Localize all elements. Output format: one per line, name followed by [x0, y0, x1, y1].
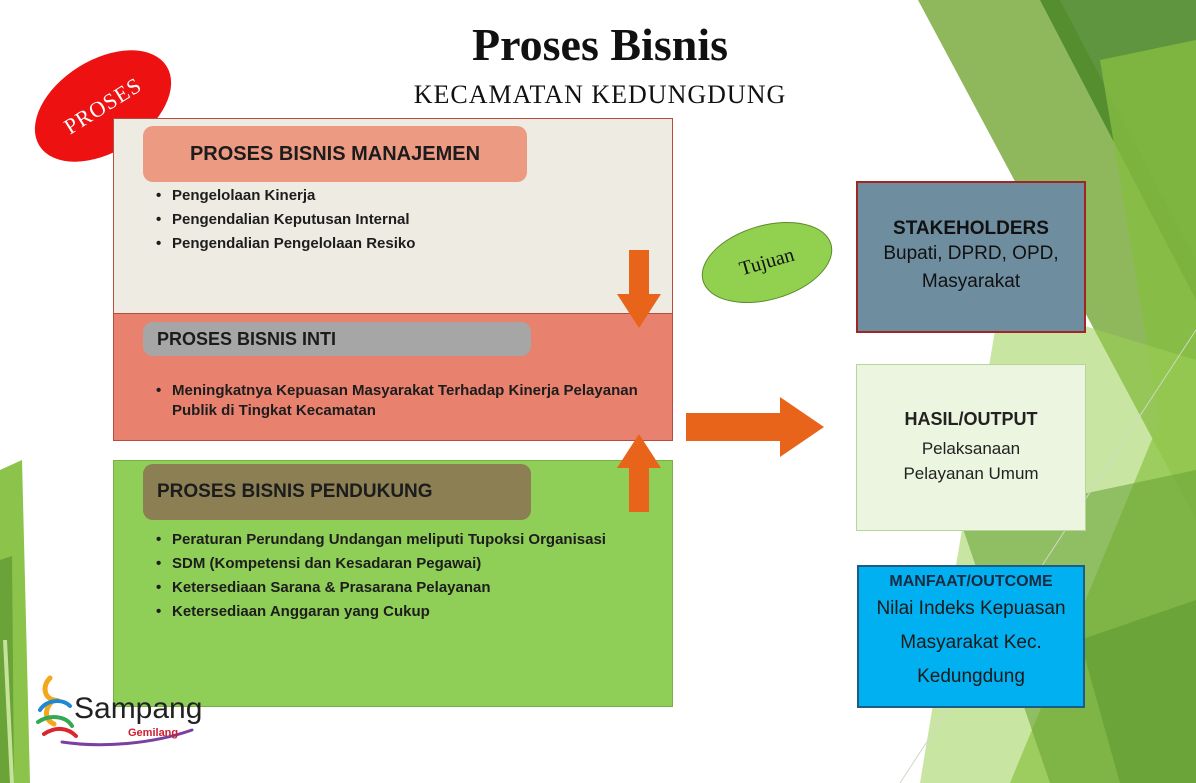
page-title: Proses Bisnis [471, 19, 729, 70]
outcome-box: MANFAAT/OUTCOME Nilai Indeks Kepuasan Ma… [857, 565, 1085, 708]
list-item: Meningkatnya Kepuasan Masyarakat Terhada… [156, 381, 656, 421]
outcome-title: MANFAAT/OUTCOME [889, 573, 1053, 590]
page-subtitle: KECAMATAN KEDUNGDUNG [413, 80, 787, 109]
goal-text: Tujuan [736, 243, 797, 281]
list-item: Ketersediaan Anggaran yang Cukup [156, 602, 656, 622]
stakeholders-box: STAKEHOLDERS Bupati, DPRD, OPD, Masyarak… [856, 181, 1086, 333]
list-item: Peraturan Perundang Undangan meliputi Tu… [156, 530, 656, 550]
core-header: PROSES BISNIS INTI [143, 322, 531, 356]
output-title: HASIL/OUTPUT [904, 409, 1038, 429]
support-header: PROSES BISNIS PENDUKUNG [143, 464, 531, 520]
stakeholders-title: STAKEHOLDERS [893, 218, 1049, 239]
output-box: HASIL/OUTPUT Pelaksanaan Pelayanan Umum [856, 364, 1086, 531]
core-list: Meningkatnya Kepuasan Masyarakat Terhada… [156, 381, 656, 421]
arrow-right-icon [686, 397, 824, 457]
sampang-logo-icon [36, 675, 194, 747]
logo-tagline: Gemilang [128, 727, 179, 739]
list-item: Pengelolaan Kinerja [156, 186, 656, 206]
logo-name: Sampang [74, 692, 203, 725]
stakeholders-line: Bupati, DPRD, OPD, [883, 243, 1059, 264]
output-line: Pelayanan Umum [903, 464, 1039, 483]
outcome-line: Nilai Indeks Kepuasan [876, 598, 1066, 619]
output-line: Pelaksanaan [921, 439, 1021, 458]
list-item: Pengendalian Pengelolaan Resiko [156, 234, 656, 254]
management-list: Pengelolaan Kinerja Pengendalian Keputus… [156, 186, 656, 258]
outcome-line: Masyarakat Kec. [900, 632, 1042, 653]
list-item: SDM (Kompetensi dan Kesadaran Pegawai) [156, 554, 656, 574]
outcome-line: Kedungdung [917, 666, 1025, 687]
stakeholders-line: Masyarakat [921, 271, 1021, 292]
support-list: Peraturan Perundang Undangan meliputi Tu… [156, 530, 656, 626]
arrow-down-icon [617, 250, 661, 328]
list-item: Ketersediaan Sarana & Prasarana Pelayana… [156, 578, 656, 598]
list-item: Pengendalian Keputusan Internal [156, 210, 656, 230]
arrow-up-icon [617, 434, 661, 512]
management-header: PROSES BISNIS MANAJEMEN [143, 126, 527, 182]
